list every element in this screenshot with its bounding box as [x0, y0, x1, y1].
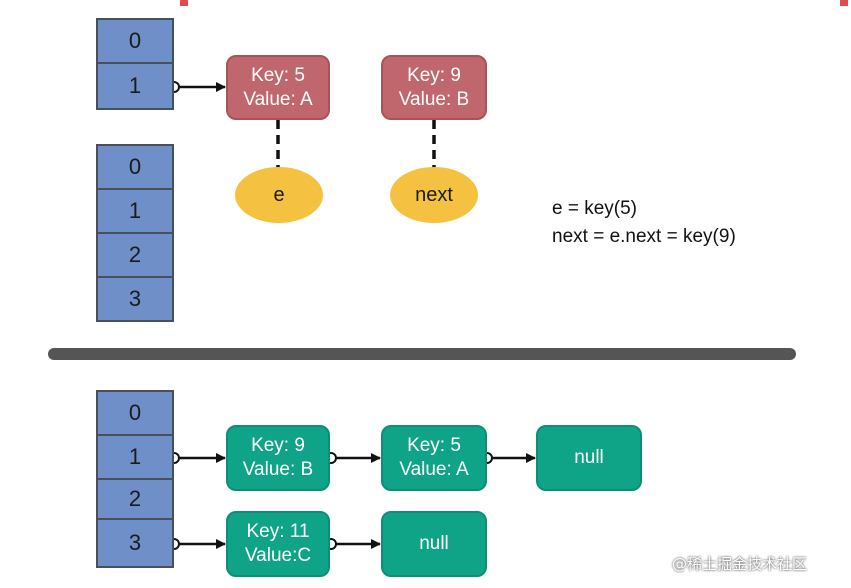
- bucket-cell: 1: [96, 434, 174, 480]
- top-edge-mark: [180, 0, 188, 6]
- bucket-cell: 3: [96, 518, 174, 568]
- entry-node: Key: 5 Value: A: [226, 55, 330, 120]
- entry-node: Key: 9 Value: B: [381, 55, 487, 120]
- entry-value: Value: B: [398, 88, 470, 110]
- null-node: null: [381, 511, 487, 577]
- bucket-cell: 2: [96, 478, 174, 520]
- entry-key: Key: 5: [407, 435, 461, 456]
- pointer-e: e: [235, 167, 323, 223]
- entry-key: Key: 5: [251, 64, 305, 86]
- null-node: null: [536, 425, 642, 491]
- entry-node: Key: 9 Value: B: [226, 425, 330, 491]
- watermark: @稀土掘金技术社区: [672, 555, 808, 573]
- entry-value: Value: B: [242, 459, 314, 480]
- bucket-cell: 3: [96, 276, 174, 322]
- entry-key: Key: 9: [251, 435, 305, 456]
- bucket-cell: 1: [96, 62, 174, 110]
- bucket-cell: 0: [96, 144, 174, 190]
- entry-node: Key: 11 Value:C: [226, 511, 330, 577]
- note-line: next = e.next = key(9): [552, 226, 736, 247]
- entry-key: Key: 11: [246, 521, 310, 542]
- entry-value: Value: A: [399, 459, 469, 480]
- pointer-next: next: [390, 167, 478, 223]
- entry-key: Key: 9: [407, 64, 461, 86]
- bucket-cell: 0: [96, 390, 174, 436]
- section-divider: [48, 348, 796, 360]
- entry-value: Value: A: [243, 88, 313, 110]
- bucket-cell: 0: [96, 18, 174, 64]
- top-edge-mark: [840, 0, 848, 6]
- entry-value: Value:C: [244, 545, 312, 566]
- bucket-cell: 2: [96, 232, 174, 278]
- note-line: e = key(5): [552, 198, 638, 219]
- bucket-cell: 1: [96, 188, 174, 234]
- entry-node: Key: 5 Value: A: [381, 425, 487, 491]
